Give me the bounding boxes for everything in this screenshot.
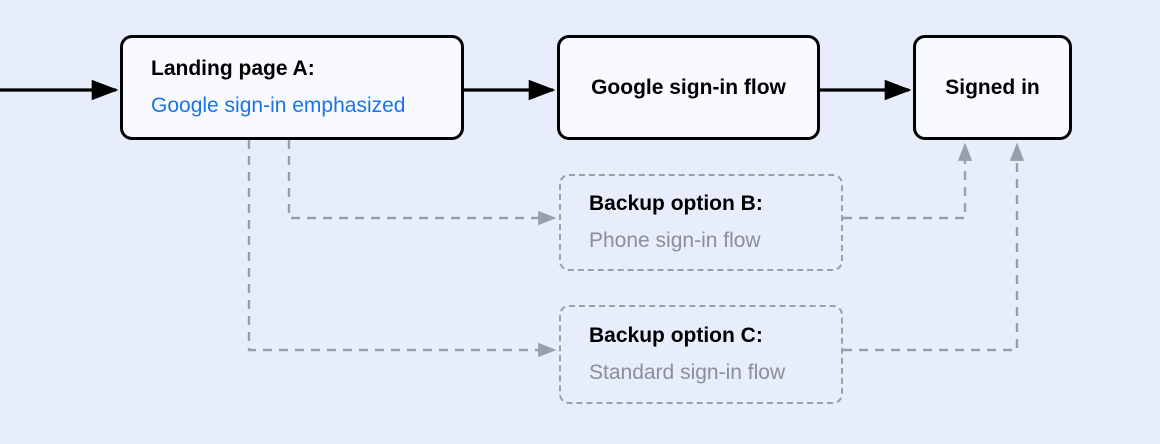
node-landing-title: Landing page A: — [151, 57, 315, 81]
node-landing-page-a[interactable]: Landing page A: Google sign-in emphasize… — [120, 35, 464, 140]
node-backup-c-subtitle: Standard sign-in flow — [589, 361, 786, 384]
node-google-title: Google sign-in flow — [591, 75, 786, 99]
node-google-sign-in-flow[interactable]: Google sign-in flow — [557, 35, 820, 140]
node-backup-b-title: Backup option B: — [589, 192, 763, 216]
node-backup-c-title: Backup option C: — [589, 324, 763, 348]
node-signed-in[interactable]: Signed in — [913, 35, 1072, 140]
edge-landing-to-backup-b — [287, 140, 557, 226]
node-signed-in-title: Signed in — [945, 75, 1040, 99]
node-backup-b-subtitle: Phone sign-in flow — [589, 229, 761, 252]
edge-backup-c-to-signedin — [843, 142, 1025, 352]
node-backup-option-c[interactable]: Backup option C: Standard sign-in flow — [559, 305, 843, 404]
edge-landing-to-backup-c — [247, 140, 557, 358]
node-landing-subtitle: Google sign-in emphasized — [151, 94, 406, 117]
edge-backup-b-to-signedin — [843, 142, 973, 220]
node-backup-option-b[interactable]: Backup option B: Phone sign-in flow — [559, 174, 843, 271]
